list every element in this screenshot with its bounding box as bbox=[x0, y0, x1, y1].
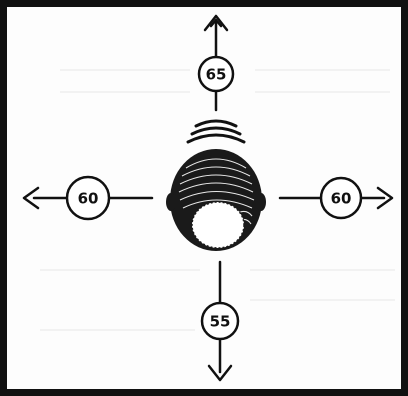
label-right-text: 60 bbox=[331, 190, 352, 208]
label-top-text: 65 bbox=[206, 66, 227, 84]
sound-waves bbox=[188, 121, 244, 142]
label-right: 60 bbox=[321, 178, 361, 218]
label-left: 60 bbox=[67, 177, 109, 219]
label-bottom: 55 bbox=[202, 303, 238, 339]
label-bottom-text: 55 bbox=[210, 313, 231, 331]
label-top: 65 bbox=[199, 57, 233, 91]
label-left-text: 60 bbox=[78, 190, 99, 208]
head-top-view bbox=[166, 149, 266, 251]
